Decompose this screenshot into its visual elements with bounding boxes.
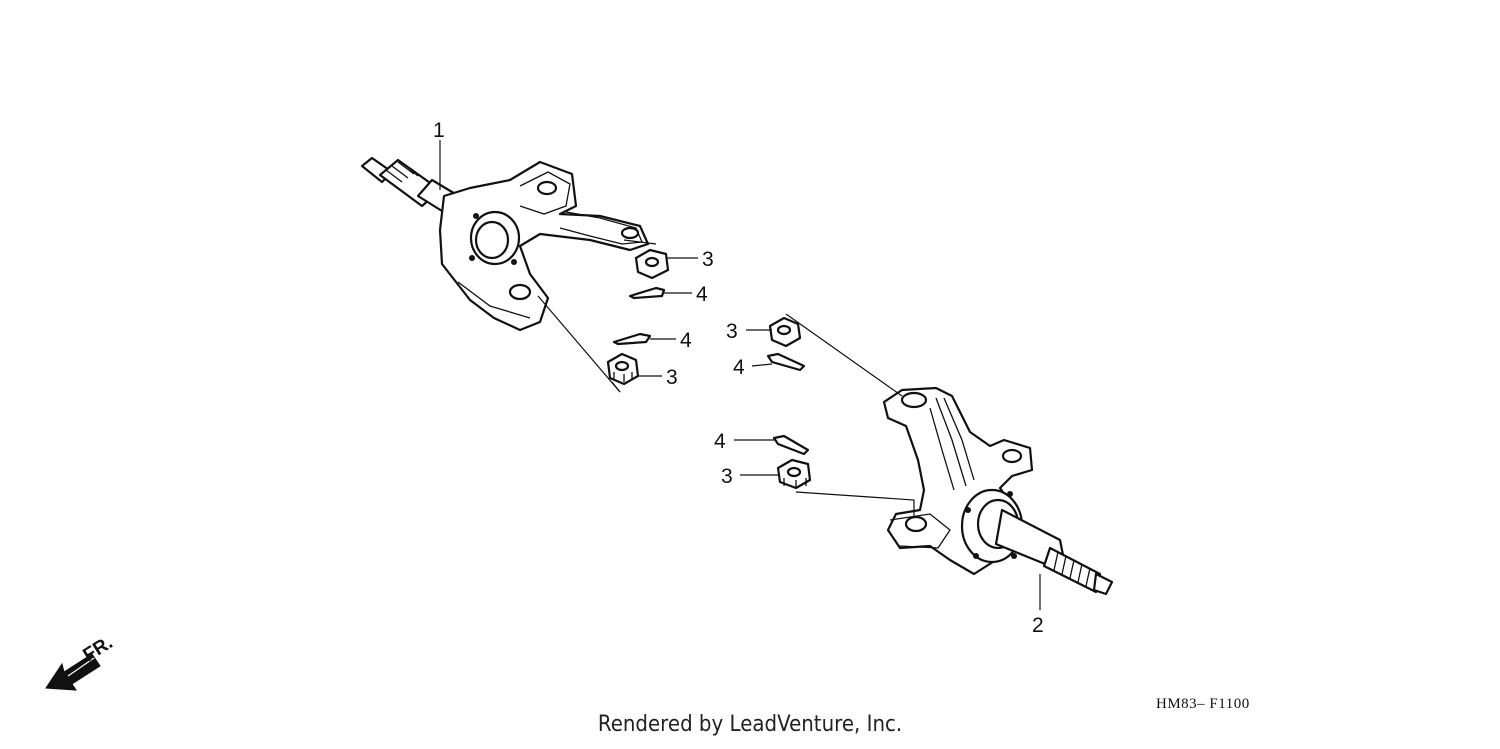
castle-nut-1 (634, 248, 670, 280)
castle-nut-4 (776, 458, 812, 490)
credit-footer: Rendered by LeadVenture, Inc. (597, 712, 903, 737)
cotter-pin-3 (766, 352, 806, 372)
figure-code: HM83– F1100 (1156, 696, 1250, 712)
callout-4-upper-right: 4 (733, 356, 745, 379)
cotter-pin-1 (628, 286, 666, 300)
callout-4-lower-right: 4 (714, 430, 726, 453)
callout-1: 1 (433, 119, 445, 142)
callout-4-upper-left: 4 (696, 283, 708, 306)
castle-nut-2 (606, 352, 640, 386)
callout-3-lower-right: 3 (721, 465, 733, 488)
callout-2: 2 (1032, 614, 1044, 637)
left-steering-knuckle (360, 156, 650, 332)
callout-3-upper-right: 3 (726, 320, 738, 343)
callout-3-upper-left: 3 (702, 248, 714, 271)
cotter-pin-4 (772, 434, 810, 456)
assembly-lines (537, 239, 915, 518)
callout-3-lower-left: 3 (666, 366, 678, 389)
right-steering-knuckle (882, 386, 1114, 596)
cotter-pin-2 (612, 332, 652, 346)
callout-4-lower-left: 4 (680, 329, 692, 352)
callout-leaders (439, 140, 1041, 610)
castle-nut-3 (768, 316, 802, 348)
front-direction-arrow-icon (45, 653, 101, 691)
